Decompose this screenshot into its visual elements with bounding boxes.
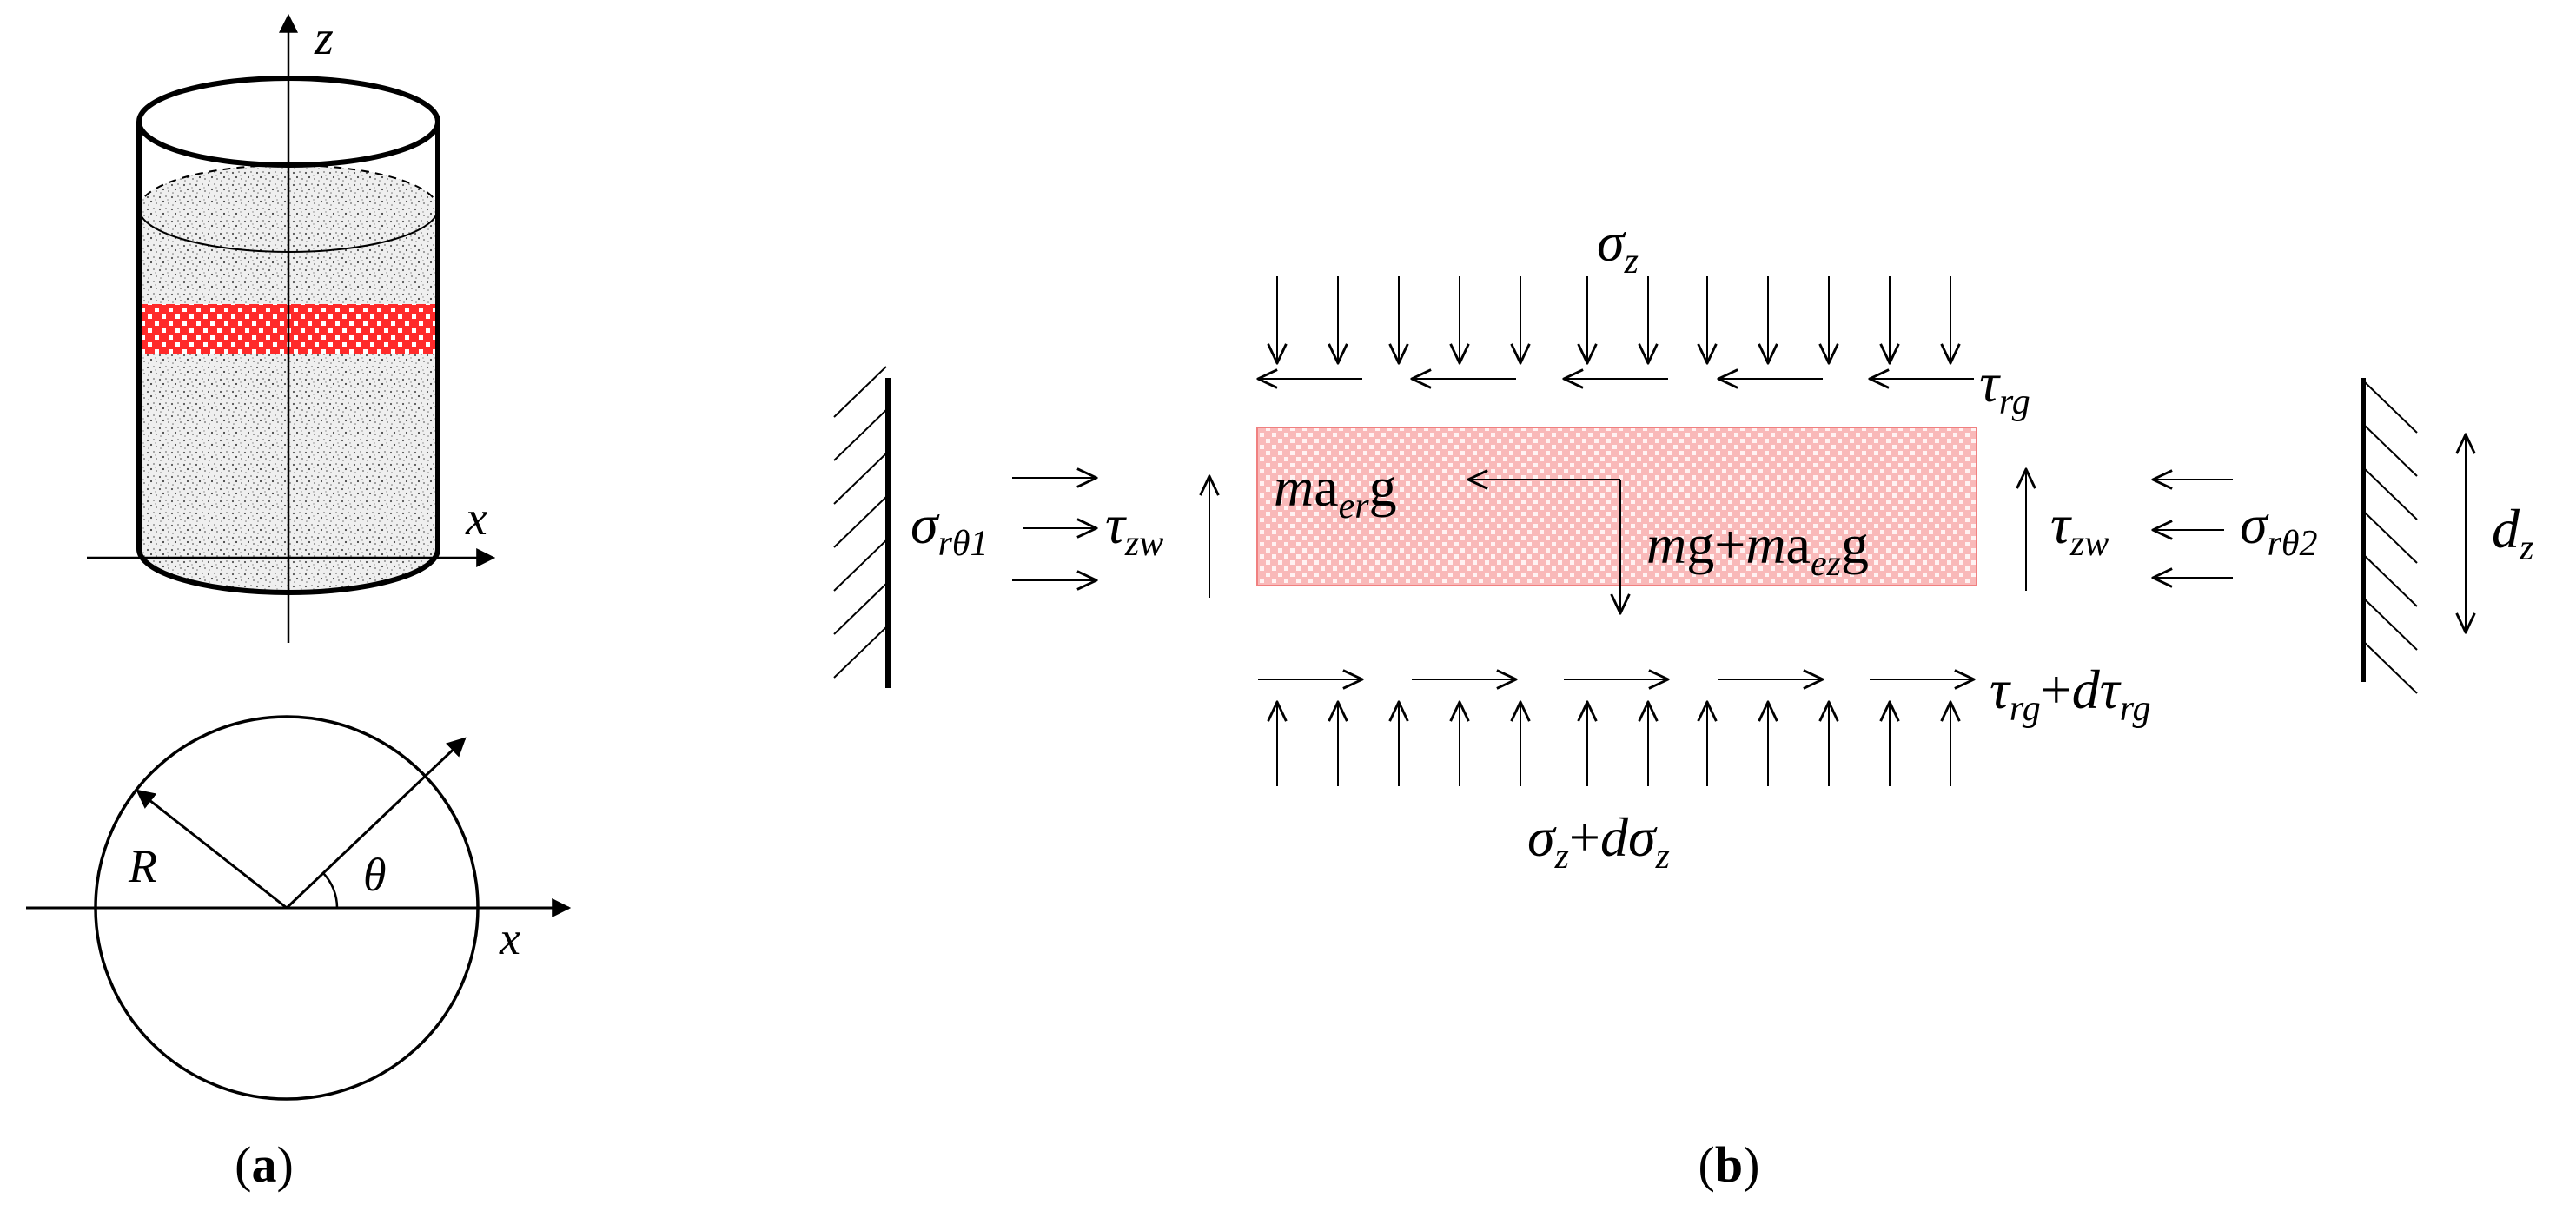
caption-b: (b): [1699, 1136, 1760, 1193]
right-hatch-line: [2364, 555, 2418, 607]
radius-label: R: [128, 840, 157, 892]
label-sigma-r-theta2: σrθ2: [2240, 493, 2318, 564]
label-sigma-z-top: σz: [1597, 211, 1639, 281]
left-wall-hatching: [833, 366, 887, 679]
label-sigma-z-bottom: σz+dσz: [1527, 806, 1670, 877]
label-mg-plus-maez-g: mg+maezg: [1646, 513, 1869, 584]
left-hatch-line: [833, 366, 887, 418]
panel-a-cross-section: R θ x: [26, 715, 572, 1101]
caption-a: (a): [235, 1136, 294, 1193]
left-hatch-line: [833, 496, 887, 548]
theta-direction-arrow: [285, 737, 467, 910]
x-axis-label-bottom: x: [499, 912, 520, 964]
right-wall-hatching: [2364, 381, 2418, 694]
angle-label: θ: [363, 849, 387, 901]
z-axis-label: z: [314, 11, 334, 65]
bottom-normal-stress-arrows: [1277, 702, 1950, 786]
label-tau-rg-bottom: τrg+dτrg: [1990, 659, 2151, 729]
top-normal-stress-arrows: [1277, 276, 1950, 363]
angle-arc: [322, 872, 339, 909]
left-hatch-line: [833, 409, 887, 461]
right-hatch-line: [2364, 512, 2418, 564]
left-hatch-line: [833, 539, 887, 592]
label-tau-zw-left: τzw: [1105, 493, 1163, 564]
right-hatch-line: [2364, 381, 2418, 434]
radius-arrow: [136, 789, 288, 910]
x-axis-label-top: x: [465, 492, 487, 546]
label-sigma-r-theta1: σrθ1: [911, 493, 989, 564]
label-tau-rg-top: τrg: [1979, 352, 2030, 422]
left-hatch-line: [833, 453, 887, 505]
panel-a-cylinder: z x: [87, 11, 496, 643]
label-dz: dz: [2492, 498, 2533, 568]
panel-b-force-diagram: σz τrg σrθ1 τzw maerg mg+maezg τzw σrθ2 …: [833, 211, 2533, 877]
right-hatch-line: [2364, 425, 2418, 477]
material-surface-back: [138, 164, 439, 209]
left-hatch-line: [833, 626, 887, 679]
soil-element: [1256, 427, 1977, 586]
label-tau-zw-right: τzw: [2050, 493, 2109, 564]
right-hatch-line: [2364, 642, 2418, 694]
label-m-aer-g: maerg: [1274, 456, 1397, 526]
right-hatch-line: [2364, 599, 2418, 651]
left-hatch-line: [833, 583, 887, 635]
right-hatch-line: [2364, 468, 2418, 520]
